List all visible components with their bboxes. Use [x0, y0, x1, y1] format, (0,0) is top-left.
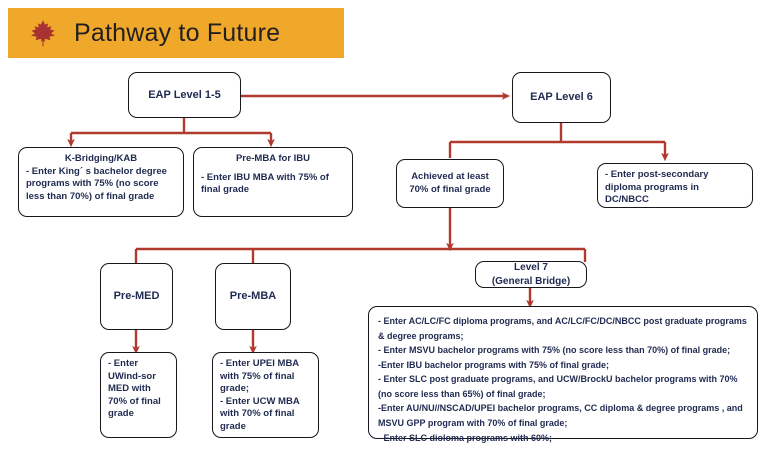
node-eap-level-1-5[interactable]: EAP Level 1-5	[128, 72, 241, 118]
node-title: Pre-MBA	[229, 290, 277, 303]
node-body: - Enter post-secondary diploma programs …	[605, 169, 709, 206]
node-title: Achieved at least 70% of final grade	[409, 170, 491, 195]
node-post-secondary-diploma[interactable]: - Enter post-secondary diploma programs …	[597, 163, 753, 208]
node-body: - Enter King´ s bachelor degree programs…	[26, 165, 167, 202]
banner-title: Pathway to Future	[74, 18, 281, 47]
node-title: Pre-MED	[113, 290, 160, 303]
node-title: EAP Level 1-5	[148, 88, 221, 101]
detail-line: - Enter MSVU bachelor programs with 75% …	[378, 345, 731, 356]
node-body: - Enter IBU MBA with 75% of final grade	[201, 171, 329, 196]
detail-line: - Enter SLC dioloma programs with 60%;	[378, 432, 553, 443]
node-level-7-details[interactable]: - Enter AC/LC/FC diploma programs, and A…	[368, 306, 758, 443]
node-achieved-70[interactable]: Achieved at least 70% of final grade	[396, 159, 504, 208]
detail-line: -Enter IBU bachelor programs with 75% of…	[378, 359, 610, 370]
node-upei-ucw-mba[interactable]: - Enter UPEI MBA with 75% of final grade…	[212, 352, 319, 438]
detail-line: -Enter AU/NU//NSCAD/UPEI bachelor progra…	[378, 403, 743, 429]
page-banner: Pathway to Future	[8, 8, 344, 58]
node-title: Level 7	[514, 262, 548, 274]
node-uwindsor-med[interactable]: - Enter UWind-sor MED with 70% of final …	[100, 352, 177, 438]
node-title: Pre-MBA for IBU	[235, 153, 311, 164]
node-subtitle: (General Bridge)	[491, 275, 571, 287]
node-body: - Enter UPEI MBA with 75% of final grade…	[220, 358, 300, 432]
node-pre-mba[interactable]: Pre-MBA	[215, 263, 291, 330]
node-eap-level-6[interactable]: EAP Level 6	[512, 72, 611, 123]
detail-line: - Enter AC/LC/FC diploma programs, and A…	[378, 316, 747, 341]
detail-line: - Enter SLC post graduate programs, and …	[378, 374, 738, 399]
node-pre-med[interactable]: Pre-MED	[100, 263, 173, 330]
node-k-bridging-kab[interactable]: K-Bridging/KAB - Enter King´ s bachelor …	[18, 147, 184, 217]
node-title: EAP Level 6	[530, 91, 593, 104]
node-body: - Enter UWind-sor MED with 70% of final …	[108, 358, 161, 420]
node-pre-mba-for-ibu[interactable]: Pre-MBA for IBU - Enter IBU MBA with 75%…	[193, 147, 353, 217]
maple-leaf-icon	[26, 19, 60, 47]
node-level-7[interactable]: Level 7 (General Bridge)	[475, 261, 587, 288]
node-title: K-Bridging/KAB	[64, 153, 138, 164]
